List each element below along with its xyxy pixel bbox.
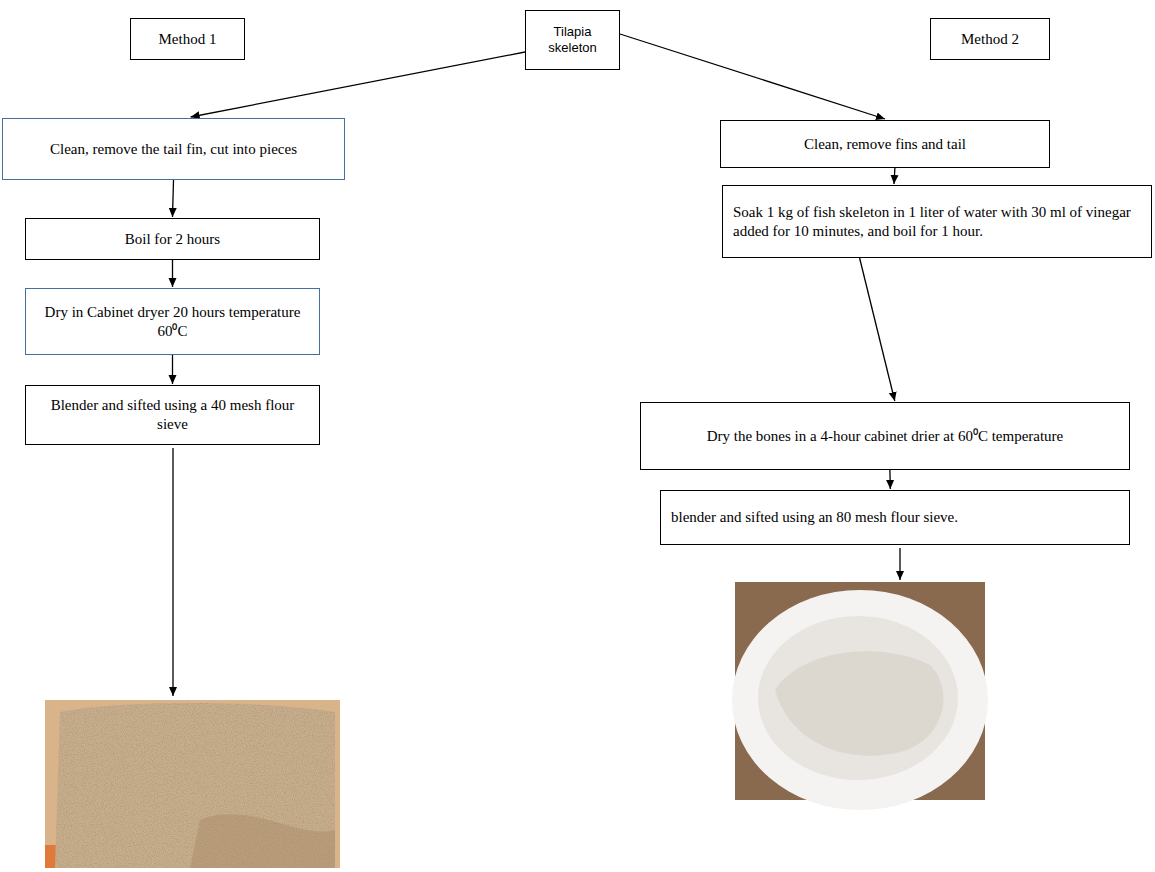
flow-arrow: [860, 258, 895, 401]
flow-arrow: [191, 52, 525, 117]
step-text: Method 2: [941, 30, 1039, 49]
process-box: blender and sifted using an 80 mesh flou…: [660, 490, 1130, 545]
process-box: Dry in Cabinet dryer 20 hours temperatur…: [25, 288, 320, 355]
flow-arrow: [172, 260, 173, 287]
flow-arrow: [172, 355, 173, 384]
step-text: Clean, remove fins and tail: [731, 135, 1039, 154]
flow-arrow: [889, 470, 891, 489]
powder-photo-2: [732, 582, 988, 810]
powder-photo-1: [45, 700, 340, 868]
step-text: Soak 1 kg of fish skeleton in 1 liter of…: [733, 203, 1141, 241]
process-box: Blender and sifted using a 40 mesh flour…: [25, 385, 320, 445]
process-box: Boil for 2 hours: [25, 218, 320, 260]
step-text: Boil for 2 hours: [36, 230, 309, 249]
flow-arrow: [893, 168, 895, 184]
process-box: Clean, remove fins and tail: [720, 120, 1050, 168]
process-box: Dry the bones in a 4-hour cabinet drier …: [640, 402, 1130, 470]
step-text: Clean, remove the tail fin, cut into pie…: [13, 140, 334, 159]
step-text: Blender and sifted using a 40 mesh flour…: [36, 396, 309, 434]
step-text: Tilapia skeleton: [536, 24, 609, 57]
flow-arrow: [173, 180, 174, 217]
flow-arrow: [620, 34, 885, 119]
method-label: Method 1: [130, 18, 245, 60]
step-text: Dry the bones in a 4-hour cabinet drier …: [651, 427, 1119, 446]
method-label: Method 2: [930, 18, 1050, 60]
photo-arrow: [899, 548, 900, 580]
source-box: Tilapia skeleton: [525, 10, 620, 70]
process-box: Soak 1 kg of fish skeleton in 1 liter of…: [722, 185, 1152, 258]
step-text: Dry in Cabinet dryer 20 hours temperatur…: [36, 303, 309, 341]
photo-arrow: [172, 448, 173, 696]
process-box: Clean, remove the tail fin, cut into pie…: [2, 118, 345, 180]
step-text: Method 1: [141, 30, 234, 49]
step-text: blender and sifted using an 80 mesh flou…: [671, 508, 1119, 527]
